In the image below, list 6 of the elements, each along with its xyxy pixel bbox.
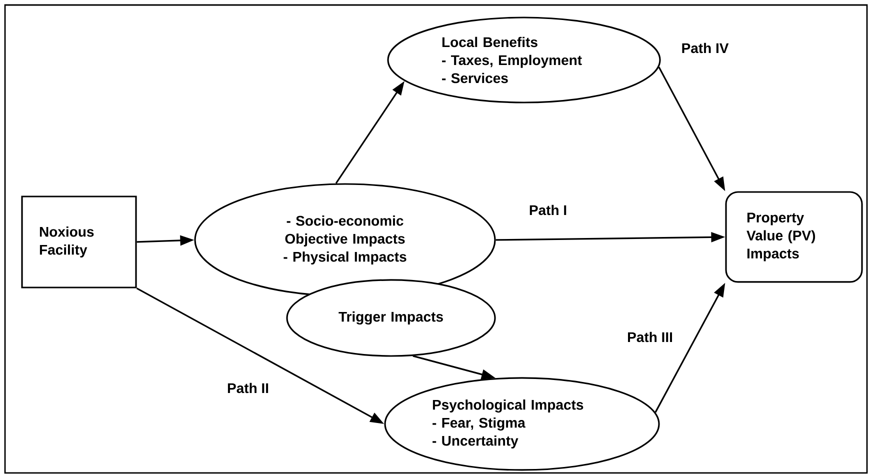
edge-label: Path II [226,382,270,394]
edge-label: Path III [626,330,674,344]
edge-label: Path IV [680,42,730,54]
edge-label: Path I [528,204,568,216]
facility-box: Noxious Facility [21,196,137,288]
property-value-box: Property Value (PV) Impacts [725,191,863,283]
